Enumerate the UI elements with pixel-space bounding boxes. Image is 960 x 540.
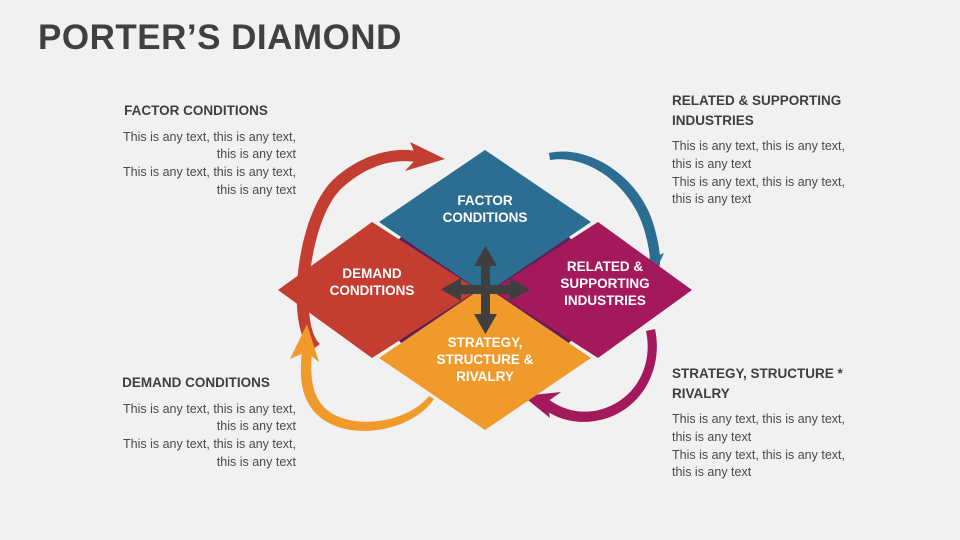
- arrow-demand-to-factor-head: [405, 142, 445, 171]
- callout-strategy-structure-rivalry: STRATEGY, STRUCTURE * RIVALRY This is an…: [672, 364, 882, 482]
- arrow-related-to-strategy-head: [523, 392, 561, 418]
- diamond-demand-conditions[interactable]: [278, 222, 478, 358]
- callout-factor-conditions-body: This is any text, this is any text, this…: [123, 129, 296, 197]
- center-four-way-arrow-icon: [441, 246, 530, 334]
- callout-factor-conditions-title: FACTOR CONDITIONS: [124, 103, 268, 118]
- diamond-strategy-structure-rivalry[interactable]: [379, 286, 591, 430]
- callout-demand-conditions-body: This is any text, this is any text, this…: [123, 401, 296, 469]
- callout-related-supporting-industries-title: RELATED & SUPPORTING INDUSTRIES: [672, 93, 842, 128]
- arrow-strategy-to-demand-head: [290, 324, 319, 362]
- page-title: PORTER’S DIAMOND: [38, 18, 402, 57]
- callout-strategy-structure-rivalry-title: STRATEGY, STRUCTURE * RIVALRY: [672, 366, 843, 401]
- diamond-shapes: [278, 150, 692, 430]
- arrow-factor-to-related: [549, 151, 661, 274]
- callout-related-supporting-industries: RELATED & SUPPORTING INDUSTRIES This is …: [672, 91, 882, 209]
- callout-strategy-structure-rivalry-body: This is any text, this is any text, this…: [672, 412, 845, 480]
- callout-factor-conditions: FACTOR CONDITIONS This is any text, this…: [96, 101, 296, 200]
- callout-demand-conditions-title: DEMAND CONDITIONS: [122, 375, 270, 390]
- callout-demand-conditions: DEMAND CONDITIONS This is any text, this…: [96, 373, 296, 472]
- arrow-related-to-strategy: [541, 329, 657, 422]
- diamond-factor-conditions[interactable]: [379, 150, 591, 294]
- diamond-related-supporting-industries[interactable]: [492, 222, 692, 358]
- arrow-demand-to-factor: [296, 149, 424, 350]
- callout-related-supporting-industries-body: This is any text, this is any text, this…: [672, 139, 845, 207]
